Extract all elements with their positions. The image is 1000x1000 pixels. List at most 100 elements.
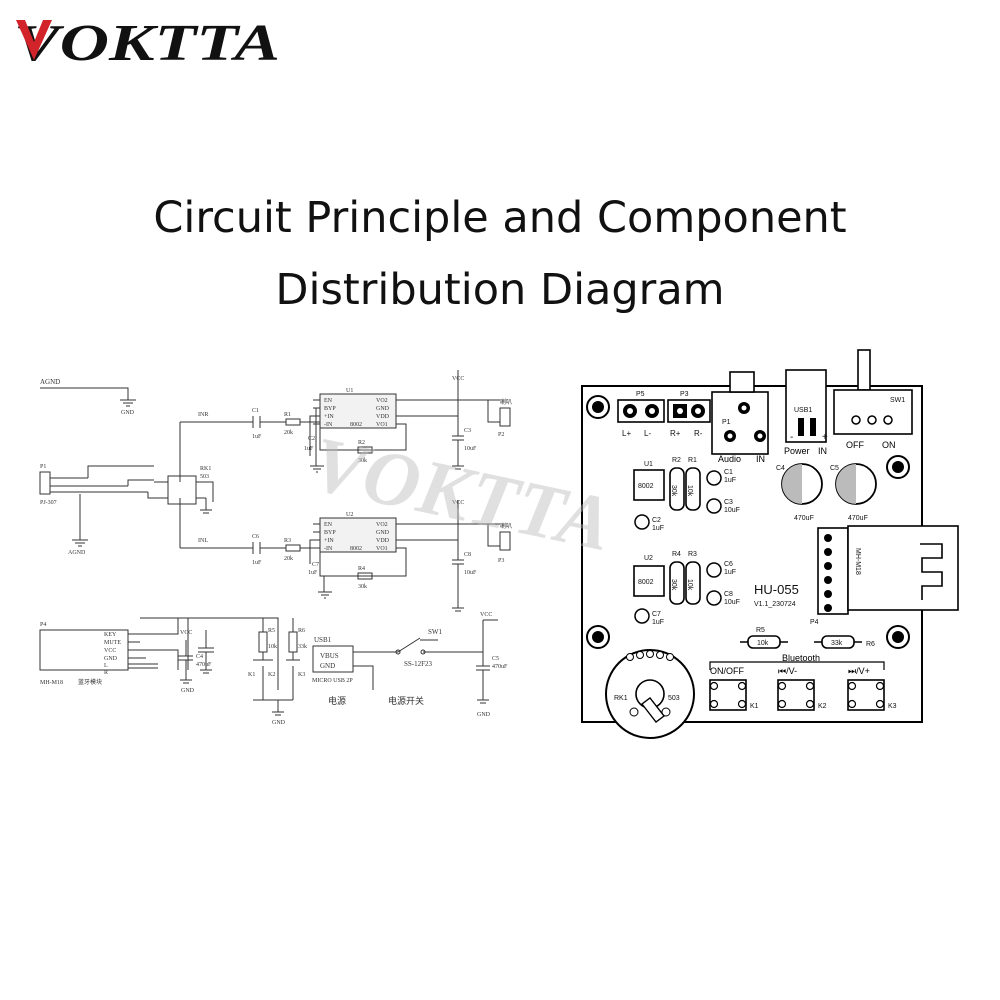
bluetooth-buttons: Bluetooth ON/OFF ⏮/V- ⏭/V+ K1 K2 K3 bbox=[709, 653, 897, 711]
pcb-c1-value: 1uF bbox=[724, 477, 736, 484]
label-r3v: 20k bbox=[284, 556, 293, 562]
label-k3: K3 bbox=[298, 672, 305, 678]
pcb-layout: P5 P3 L+ L- R+ R- P1 Audio IN USB1 - + P… bbox=[581, 349, 959, 739]
pcb-label-c3: C3 bbox=[724, 499, 733, 506]
pcb-label-audio: Audio bbox=[718, 454, 741, 464]
u2-pin-vo1: VO1 bbox=[376, 546, 388, 552]
audio-jack: P1 Audio IN bbox=[711, 371, 769, 464]
label-vcc-4: VCC bbox=[480, 612, 492, 618]
chip-u1-name: 8002 bbox=[350, 422, 362, 428]
label-gnd-4: GND bbox=[477, 712, 491, 718]
pcb-label-power-in: IN bbox=[818, 446, 827, 456]
pcb-chip-u2: 8002 bbox=[638, 579, 654, 586]
bluetooth-module: MH-M18 P4 bbox=[810, 525, 959, 626]
svg-text:-: - bbox=[790, 432, 793, 443]
label-c4: C4 bbox=[196, 654, 203, 660]
board-version: V1.1_230724 bbox=[754, 601, 796, 608]
module-pin-r: R bbox=[104, 670, 108, 676]
label-c3: C3 bbox=[464, 428, 471, 434]
pcb-c3-value: 10uF bbox=[724, 507, 740, 514]
button-resistors: 10k R5 33k R6 bbox=[740, 627, 875, 649]
pcb-r6-value: 33k bbox=[831, 640, 843, 647]
label-vbus: VBUS bbox=[320, 652, 339, 660]
pcb-label-u2: U2 bbox=[644, 555, 653, 562]
svg-text:+: + bbox=[822, 432, 828, 443]
pcb-c6-value: 1uF bbox=[724, 569, 736, 576]
diagram-title: Circuit Principle and Component Distribu… bbox=[0, 182, 1000, 326]
label-c3v: 10uF bbox=[464, 446, 477, 452]
logo-v-mark bbox=[16, 20, 52, 60]
u2-pin-vdd: VDD bbox=[376, 538, 390, 544]
pcb-label-p1: P1 bbox=[722, 419, 731, 426]
pcb-r5-value: 10k bbox=[757, 640, 769, 647]
pcb-label-power: Power bbox=[784, 446, 810, 456]
label-micro-usb: MICRO USB 2P bbox=[312, 678, 353, 684]
label-c1v: 1uF bbox=[252, 434, 262, 440]
speaker-output-header: P5 P3 L+ L- R+ R- bbox=[617, 391, 711, 438]
pcb-label-audio-in: IN bbox=[756, 454, 765, 464]
module-pin-gnd: GND bbox=[104, 656, 118, 662]
pcb-label-k3: K3 bbox=[888, 703, 897, 710]
pcb-label-r4: R4 bbox=[672, 551, 681, 558]
pcb-label-on: ON bbox=[882, 440, 896, 450]
pcb-label-c6: C6 bbox=[724, 561, 733, 568]
label-c6: C6 bbox=[252, 534, 259, 540]
label-p1: P1 bbox=[40, 464, 46, 470]
label-u1: U1 bbox=[346, 388, 353, 394]
label-vcc-1: VCC bbox=[452, 376, 464, 382]
pcb-c7-value: 1uF bbox=[652, 619, 664, 626]
label-r4v: 30k bbox=[358, 584, 367, 590]
label-r3: R3 bbox=[284, 538, 291, 544]
pcb-label-u1: U1 bbox=[644, 461, 653, 468]
u1-pin-vo1: VO1 bbox=[376, 422, 388, 428]
chip-u2-name: 8002 bbox=[350, 546, 362, 552]
u1-pin-byp: BYP bbox=[324, 406, 336, 412]
bulk-capacitors: C4 C5 470uF 470uF bbox=[776, 463, 877, 522]
pcb-rk1-value: 503 bbox=[668, 695, 680, 702]
label-c1: C1 bbox=[252, 408, 259, 414]
label-c5v: 470uF bbox=[492, 664, 508, 670]
title-line-1: Circuit Principle and Component bbox=[153, 193, 847, 243]
pcb-label-c8: C8 bbox=[724, 591, 733, 598]
btn-label-next: ⏭/V+ bbox=[848, 666, 870, 676]
u2-pin-pin: +IN bbox=[324, 538, 334, 544]
module-pin-vcc: VCC bbox=[104, 648, 116, 654]
label-r4: R4 bbox=[358, 566, 365, 572]
pcb-label-c5: C5 bbox=[830, 465, 839, 472]
pcb-label-r1: R1 bbox=[688, 457, 697, 464]
pcb-label-p4: P4 bbox=[810, 619, 819, 626]
pcb-c2-value: 1uF bbox=[652, 525, 664, 532]
label-c8: C8 bbox=[464, 552, 471, 558]
u1-pin-vdd: VDD bbox=[376, 414, 390, 420]
pcb-label-r6: R6 bbox=[866, 641, 875, 648]
label-c4v: 470uF bbox=[196, 662, 212, 668]
out-label-lm: L- bbox=[644, 429, 651, 438]
label-sw-part: SS-12F23 bbox=[404, 660, 433, 668]
label-inr: INR bbox=[198, 412, 208, 418]
pcb-label-p5: P5 bbox=[636, 391, 645, 398]
mounting-holes bbox=[586, 395, 910, 649]
label-pj307: PJ-307 bbox=[40, 500, 57, 506]
label-r6: R6 bbox=[298, 628, 305, 634]
label-r5v: 10k bbox=[268, 644, 277, 650]
label-bluetooth-module: 蓝牙模块 bbox=[78, 678, 102, 686]
label-gnd-2: GND bbox=[181, 688, 195, 694]
btn-label-prev: ⏮/V- bbox=[778, 666, 797, 676]
label-usb1: USB1 bbox=[314, 636, 332, 644]
label-rk1: RK1 bbox=[200, 466, 211, 472]
u2-pin-nin: -IN bbox=[324, 546, 333, 552]
module-pin-key: KEY bbox=[104, 632, 117, 638]
title-line-2: Distribution Diagram bbox=[275, 265, 725, 315]
label-c7v: 1uF bbox=[308, 570, 318, 576]
label-power-cn: 电源 bbox=[328, 695, 346, 706]
pcb-r4-value: 30k bbox=[670, 579, 677, 591]
pcb-label-k2: K2 bbox=[818, 703, 827, 710]
label-c2: C2 bbox=[308, 436, 315, 442]
pcb-label-rk1: RK1 bbox=[614, 695, 628, 702]
pcb-label-usb1: USB1 bbox=[794, 407, 812, 414]
amp-section-u2: 8002 U2 R4 R3 30k 10k C6 1uF C8 10uF C7 … bbox=[633, 551, 740, 626]
logo-text: VOKTTA bbox=[14, 15, 280, 68]
label-r1: R1 bbox=[284, 412, 291, 418]
power-switch: SW1 OFF ON bbox=[833, 349, 913, 450]
